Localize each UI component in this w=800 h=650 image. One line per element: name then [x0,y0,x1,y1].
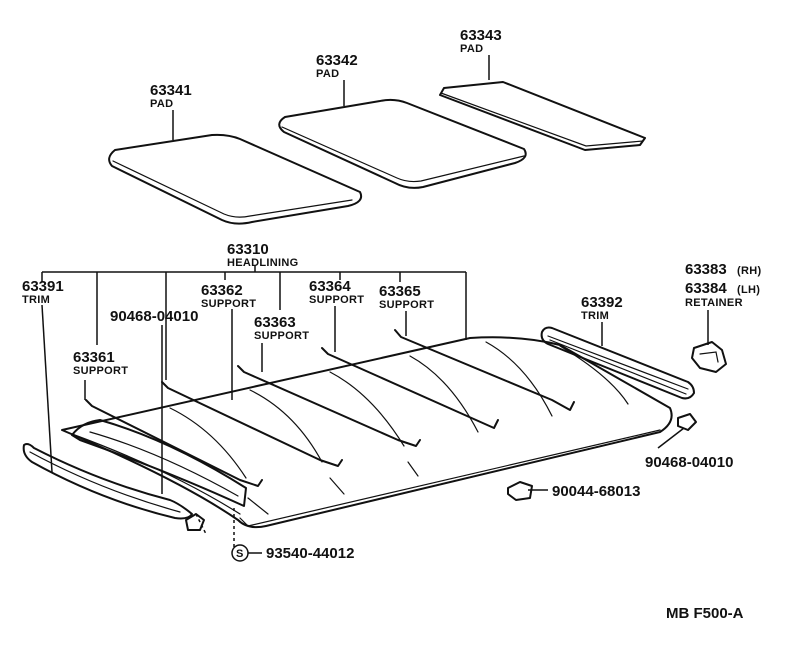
label-63365-name: SUPPORT [379,299,434,311]
leader-63391 [41,304,53,473]
support-63364 [321,347,499,429]
label-63365-number: 63365 [379,283,421,300]
label-retainer-name: RETAINER [685,297,743,309]
leader-90468-b [657,427,685,449]
leader-63310 [41,265,467,380]
label-63364-number: 63364 [309,278,351,295]
label-90468-a: 90468-04010 [110,308,198,325]
label-63343-name: PAD [460,43,483,55]
label-63341-number: 63341 [150,82,192,99]
diagram-code: MB F500-A [666,605,744,622]
retainer-63383-63384 [691,341,727,373]
label-63391-number: 63391 [22,278,64,295]
support-63361 [85,399,263,487]
label-90044: 90044-68013 [552,483,640,500]
label-63361-number: 63361 [73,349,115,366]
support-63362 [161,381,343,467]
label-63392-name: TRIM [581,310,609,322]
label-63384-suffix: (LH) [737,284,760,296]
s-symbol-circle [231,544,249,562]
label-63341-name: PAD [150,98,173,110]
label-93540: 93540-44012 [266,545,354,562]
label-90468-b: 90468-04010 [645,454,733,471]
label-63362-number: 63362 [201,282,243,299]
label-63363-name: SUPPORT [254,330,309,342]
label-63342-name: PAD [316,68,339,80]
label-63392-number: 63392 [581,294,623,311]
label-63383-number: 63383 [685,261,727,278]
label-63310-name: HEADLINING [227,257,298,269]
label-63391-name: TRIM [22,294,50,306]
pad-63343 [439,81,646,151]
label-63343-number: 63343 [460,27,502,44]
dashed-guide-1 [195,513,207,535]
label-63364-name: SUPPORT [309,294,364,306]
support-63363 [237,365,421,447]
trim-63391 [22,443,193,520]
support-63365 [394,329,575,411]
screw-90468-right [677,413,697,431]
label-63384-number: 63384 [685,280,727,297]
label-63342-number: 63342 [316,52,358,69]
clip-90044 [507,481,533,501]
headlining-panel [61,336,673,529]
label-63383-suffix: (RH) [737,265,761,277]
trim-63392 [540,326,695,400]
label-63310-number: 63310 [227,241,269,258]
pad-63342 [278,98,527,189]
label-63363-number: 63363 [254,314,296,331]
label-63361-name: SUPPORT [73,365,128,377]
label-s-symbol: S [236,548,244,560]
pad-63341 [108,133,363,225]
label-63362-name: SUPPORT [201,298,256,310]
